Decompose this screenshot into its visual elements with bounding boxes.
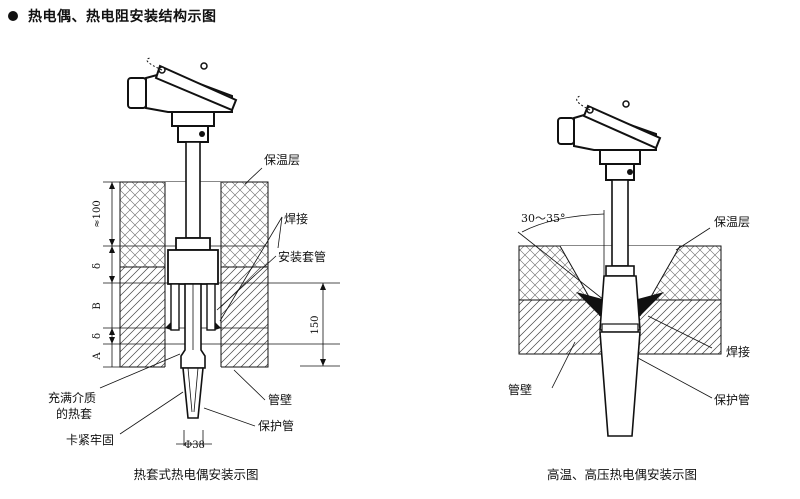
label-clamp: 卡紧牢固 [66,432,114,447]
page-heading: 热电偶、热电阻安装结构示图 [8,6,217,26]
thermocouple-stem-left [185,141,201,239]
dim-b-label: B [92,302,103,309]
label-pipe-wall-right: 管壁 [508,382,532,397]
dim-a-label: A [92,352,103,361]
dim-delta-top-label: δ [92,263,103,269]
dim-150-label: 150 [310,315,321,334]
page-title: 热电偶、热电阻安装结构示图 [28,9,217,25]
caption-right: 高温、高压热电偶安装示图 [547,467,697,482]
terminal-head-left [127,57,238,143]
label-weld-right: 焊接 [726,344,750,359]
caption-left: 热套式热电偶安装示图 [133,467,258,482]
label-medium-fill-1: 充满介质 [48,390,96,405]
dim-delta-bottom-label: δ [92,333,103,339]
dim-100-label: ≈100 [92,200,103,227]
label-protect-tube-left: 保护管 [258,418,294,433]
weld-wedge-right [632,292,664,324]
bullet-icon [8,11,18,21]
protection-tube-left [182,367,204,419]
terminal-head-right [557,95,662,181]
thermocouple-stem-right [611,179,629,267]
label-protect-tube-right: 保护管 [714,392,750,407]
tapered-well-upper [599,275,641,331]
label-mount-sleeve: 安装套管 [278,249,326,264]
label-angle: 30～35° [521,212,566,225]
label-insulation-left: 保温层 [264,153,300,167]
label-medium-fill-2: 的热套 [56,406,92,421]
label-pipe-wall-left: 管壁 [268,392,292,407]
protection-tube-right [599,331,641,437]
high-pressure-installation-figure: 30～35° 保温层 焊接 管壁 保护管 高温、高压热电偶安装示图 [508,95,750,482]
weld-wedge-left [576,292,608,324]
fixing-nut [175,237,211,251]
thermowell-installation-figure: ≈100 δ B δ A 150 Φ38 保温层 焊接 安装套管 充满介质 的热… [48,57,340,482]
mounting-sleeve-body [167,249,219,285]
label-insulation-right: 保温层 [714,215,750,229]
label-weld-left: 焊接 [284,211,308,226]
dim-phi38-label: Φ38 [184,440,205,451]
